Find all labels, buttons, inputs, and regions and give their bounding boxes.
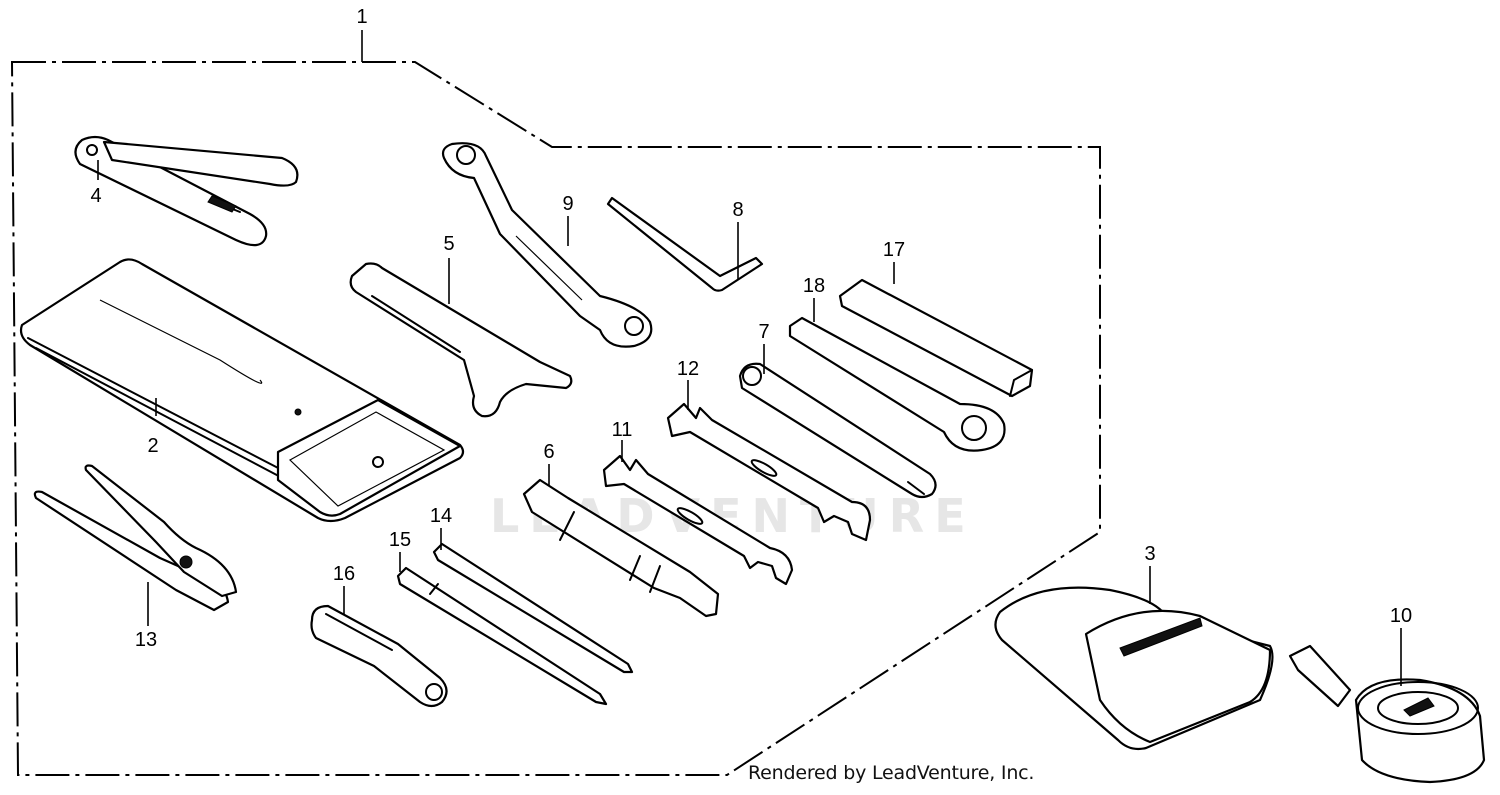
tool-11-open-wrench <box>602 454 794 586</box>
callout-11: 11 <box>612 419 633 441</box>
callout-6: 6 <box>543 441 554 463</box>
kit-boundary-line <box>10 61 1101 776</box>
tool-5-spanner <box>349 262 573 418</box>
callout-16: 16 <box>333 563 355 585</box>
tool-8-hex-key <box>606 196 764 292</box>
tool-15-screwdriver-blade <box>396 566 608 706</box>
tool-3-pouch <box>994 586 1274 751</box>
tool-10-tire-gauge <box>1288 644 1486 784</box>
callout-8: 8 <box>732 199 743 221</box>
callout-5: 5 <box>443 233 454 255</box>
tool-17-plate <box>838 278 1034 398</box>
callout-18: 18 <box>803 275 825 297</box>
tool-4-gauge <box>74 135 299 247</box>
leader-lines <box>97 160 1402 686</box>
tool-7-box-spanner <box>738 362 937 499</box>
callout-17: 17 <box>883 239 905 261</box>
callout-12: 12 <box>677 358 699 380</box>
tool-9-box-wrench <box>441 142 653 348</box>
callout-14: 14 <box>430 505 452 527</box>
tool-18-wrench <box>788 316 1006 452</box>
callout-1: 1 <box>356 6 367 28</box>
callout-7: 7 <box>758 321 769 343</box>
callout-2: 2 <box>147 435 158 457</box>
tool-16-screwdriver-handle <box>310 604 448 708</box>
callout-4: 4 <box>90 185 101 207</box>
callout-15: 15 <box>389 529 411 551</box>
callout-10: 10 <box>1390 605 1412 627</box>
credit-text: Rendered by LeadVenture, Inc. <box>748 762 1035 784</box>
tool-13-pliers <box>33 464 238 612</box>
callout-9: 9 <box>562 193 573 215</box>
callout-3: 3 <box>1144 543 1155 565</box>
tool-14-screwdriver-blade <box>432 542 634 674</box>
tool-12-open-wrench <box>666 402 872 542</box>
tool-2-tool-bag <box>19 258 465 523</box>
callout-13: 13 <box>135 629 157 651</box>
tool-6-socket <box>522 478 720 618</box>
